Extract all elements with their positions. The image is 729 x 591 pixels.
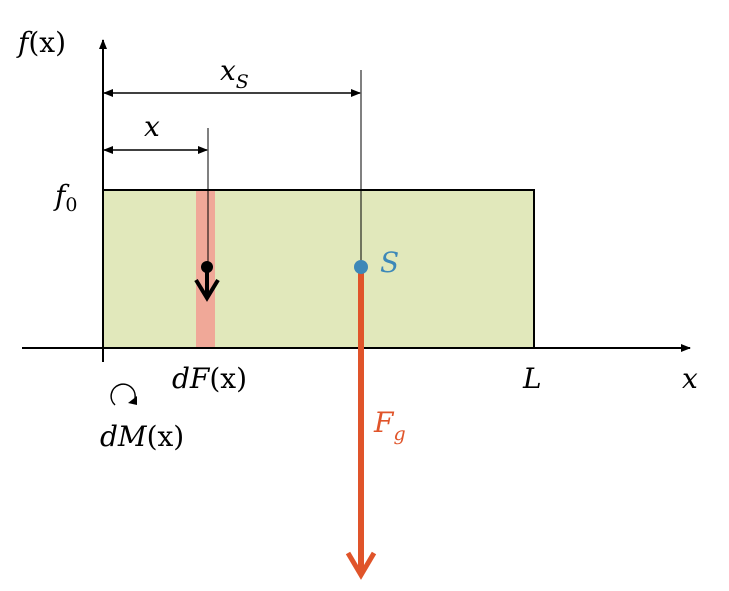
distributed-load-area [102, 189, 535, 349]
dM-label: dM(x) [100, 420, 184, 453]
centroid-label: S [380, 246, 399, 279]
xs-label: xS [220, 54, 249, 93]
dF-label: dF(x) [172, 362, 247, 395]
Fg-label: Fg [373, 406, 406, 445]
gravity-force-arrow [345, 268, 377, 580]
centroid-point [354, 260, 368, 274]
L-label: L [522, 362, 542, 395]
y-axis-label: f(x) [16, 26, 66, 59]
dF-arrow [194, 261, 220, 302]
x-distance-label: x [144, 110, 160, 143]
x-axis-label: x [682, 362, 698, 395]
moment-icon [110, 383, 136, 406]
f0-label: f0 [53, 179, 77, 216]
